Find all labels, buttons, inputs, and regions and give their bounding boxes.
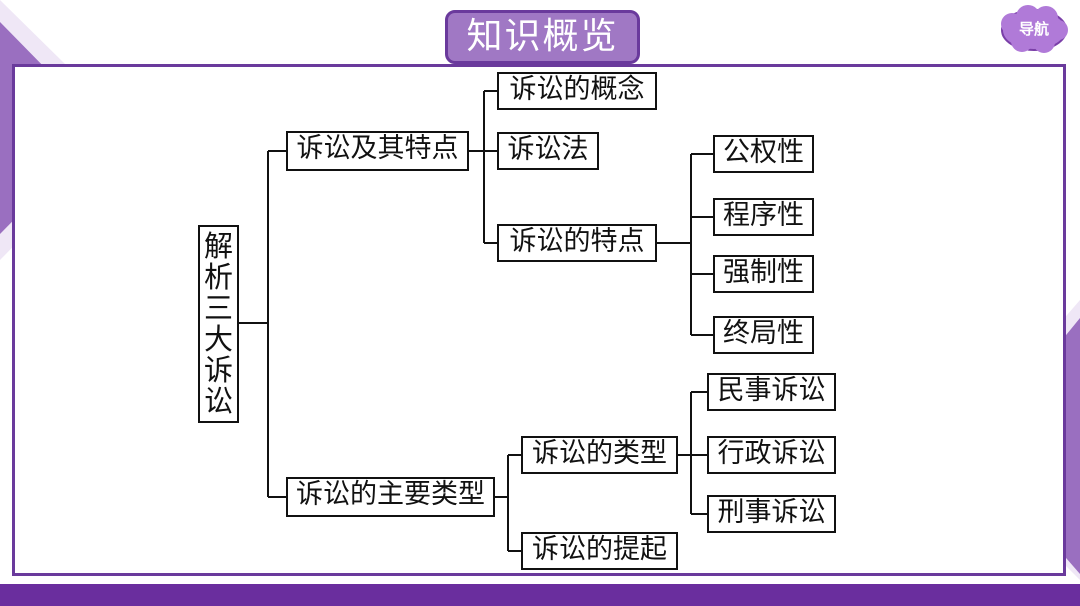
feature-compulsory: 强制性 [713,255,814,293]
branch-main-types: 诉讼的主要类型 [286,477,495,517]
node-procedure-law: 诉讼法 [497,132,599,170]
cloud-icon [1001,5,1068,53]
type-administrative: 行政诉讼 [707,436,836,474]
node-filing: 诉讼的提起 [521,532,678,570]
feature-finality: 终局性 [713,316,814,354]
nav-label: 导航 [1018,20,1049,38]
type-criminal: 刑事诉讼 [707,495,836,533]
feature-public-power: 公权性 [713,135,814,173]
node-types: 诉讼的类型 [521,436,678,474]
bottom-bar [0,584,1080,606]
nav-button[interactable]: 导航 [998,4,1070,56]
root-node: 解析三大诉讼 [198,225,239,423]
node-concept: 诉讼的概念 [497,72,657,110]
feature-procedural: 程序性 [713,198,814,236]
branch-litigation-features: 诉讼及其特点 [286,131,469,171]
slide-title: 知识概览 [445,10,640,64]
node-characteristics: 诉讼的特点 [497,224,657,262]
type-civil: 民事诉讼 [707,373,836,411]
